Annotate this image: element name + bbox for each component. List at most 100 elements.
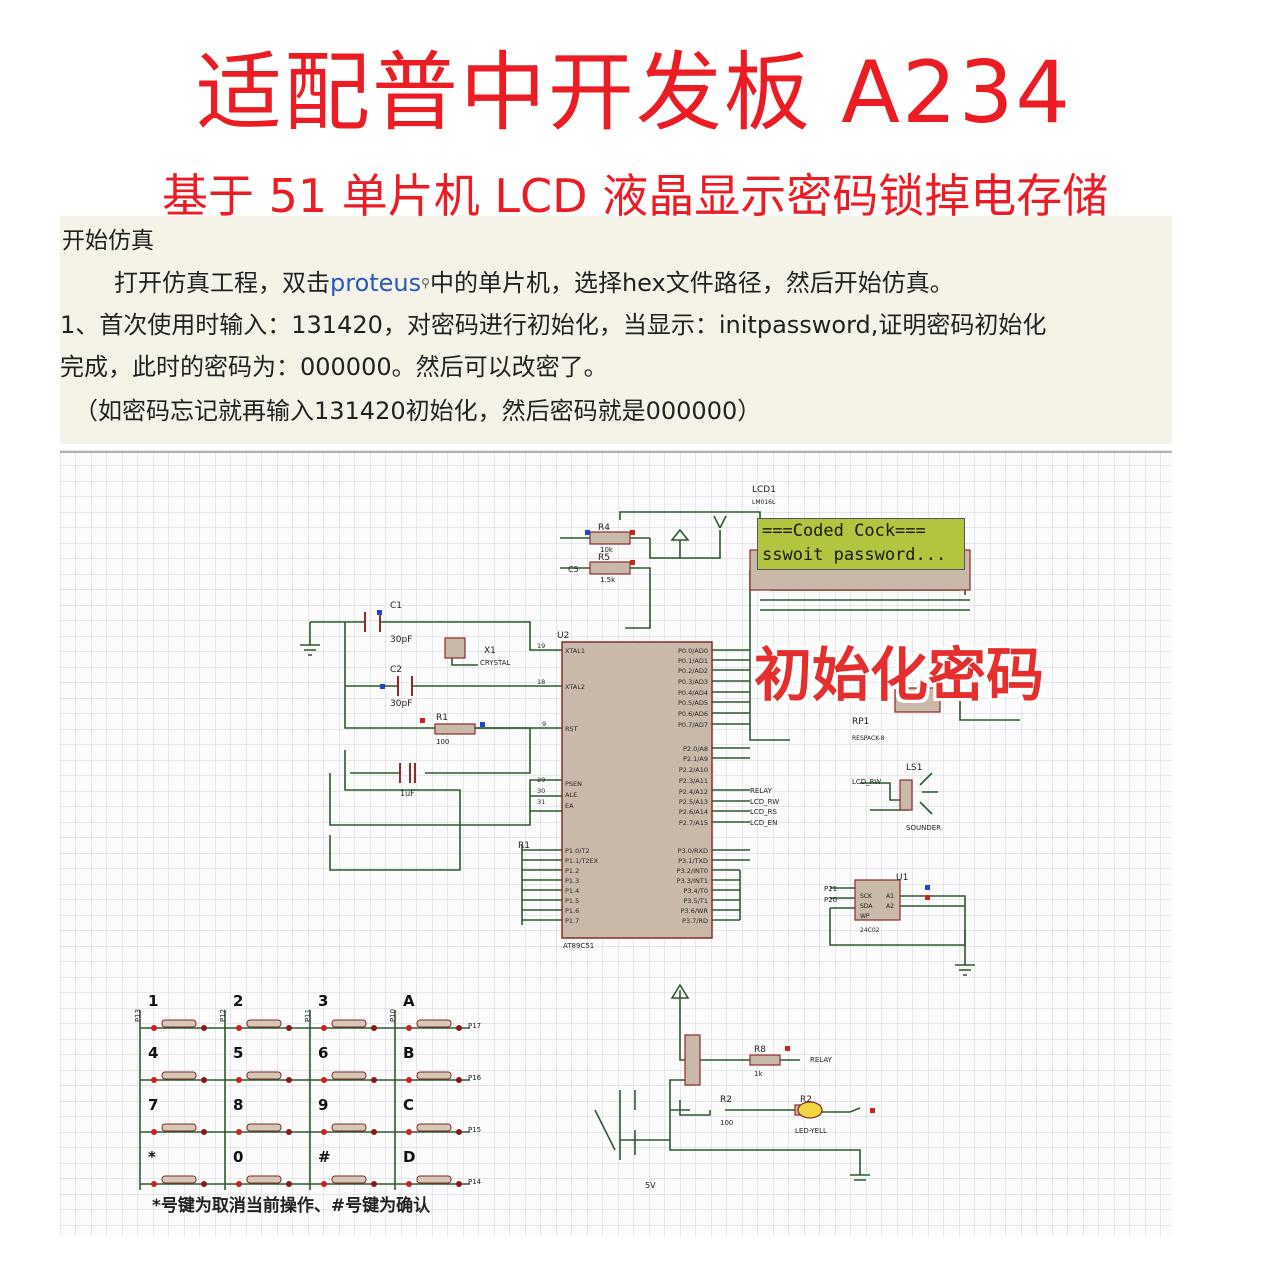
- led-value: LED-YELL: [795, 1127, 827, 1135]
- keypad-key-7[interactable]: 7: [148, 1096, 207, 1135]
- pin-p33: P3.3/INT1: [677, 877, 708, 885]
- supply-5v-label: 5V: [645, 1181, 656, 1190]
- keypad-pin-dot: [151, 1077, 157, 1083]
- keypad-pin-dot: [406, 1077, 412, 1083]
- keypad-key-label: #: [318, 1148, 331, 1166]
- keypad-pin-dot: [456, 1129, 462, 1135]
- pin-p04: P0.4/AD4: [678, 689, 708, 697]
- keypad-row-label: P16: [468, 1074, 482, 1082]
- pin-p10: P1.0/T2: [565, 847, 590, 855]
- keypad-key-2[interactable]: 2: [233, 992, 292, 1031]
- pin-xtal1: XTAL1: [565, 647, 585, 655]
- pin-p13: P1.3: [565, 877, 579, 885]
- keypad-key-D[interactable]: D: [403, 1148, 462, 1187]
- pin-ale: ALE: [565, 791, 577, 799]
- c2-plates: [397, 676, 413, 696]
- keypad-switch-body: [246, 1071, 282, 1080]
- keypad-key-3[interactable]: 3: [318, 992, 377, 1031]
- c1-value: 30pF: [390, 635, 412, 645]
- keypad-key-A[interactable]: A: [403, 992, 462, 1031]
- keypad-key-#[interactable]: #: [318, 1148, 377, 1187]
- keypad-key-6[interactable]: 6: [318, 1044, 377, 1083]
- pin-num-18: 18: [537, 678, 545, 686]
- r2-label: R2: [720, 1095, 732, 1105]
- keypad-key-1[interactable]: 1: [148, 992, 207, 1031]
- pin-p20: P2.0/A8: [683, 745, 708, 753]
- r2-value: 100: [720, 1119, 733, 1127]
- keypad-pin-dot: [321, 1077, 327, 1083]
- ls1-value: SOUNDER: [906, 824, 941, 832]
- keypad-key-label: 7: [148, 1096, 158, 1114]
- init-password-overlay: 初始化密码: [754, 641, 1045, 709]
- mcu-ref: U2: [557, 631, 569, 641]
- keypad-key-label: 4: [148, 1044, 158, 1062]
- keypad-pin-dot: [456, 1077, 462, 1083]
- r2-led-label: R2: [800, 1095, 812, 1105]
- keypad-switch-body: [331, 1175, 367, 1184]
- keypad-key-5[interactable]: 5: [233, 1044, 292, 1083]
- r1-label: R1: [436, 713, 448, 723]
- pin-p24: P2.4/A12: [679, 788, 708, 796]
- keypad-col-label: P12: [219, 1009, 227, 1022]
- keypad-switch-body: [246, 1019, 282, 1028]
- keypad-key-0[interactable]: 0: [233, 1148, 292, 1187]
- keypad-row-label: P14: [468, 1178, 482, 1186]
- pin-p02: P0.2/AD2: [678, 667, 708, 675]
- keypad-switch-body: [246, 1175, 282, 1184]
- pin-p27: P2.7/A15: [679, 819, 708, 827]
- page-subtitle: 基于 51 单片机 LCD 液晶显示密码锁掉电存储: [162, 169, 1109, 223]
- pin-p34: P3.4/T0: [683, 887, 708, 895]
- lcd-rw-net: LCD_RW: [750, 798, 779, 806]
- keypad-switch-body: [416, 1019, 452, 1028]
- keypad-pin-dot: [151, 1129, 157, 1135]
- keypad-switch-body: [161, 1123, 197, 1132]
- keypad-pin-dot: [236, 1181, 242, 1187]
- keypad-pin-dot: [201, 1181, 207, 1187]
- keypad-switch-body: [331, 1019, 367, 1028]
- notes-line-3: 完成，此时的密码为：000000。然后可以改密了。: [60, 353, 608, 381]
- keypad-key-8[interactable]: 8: [233, 1096, 292, 1135]
- keypad-switch-body: [161, 1071, 197, 1080]
- keypad-key-9[interactable]: 9: [318, 1096, 377, 1135]
- keypad-key-4[interactable]: 4: [148, 1044, 207, 1083]
- keypad-switch-body: [416, 1175, 452, 1184]
- keypad-pin-dot: [371, 1025, 377, 1031]
- keypad-key-label: B: [403, 1044, 414, 1062]
- r8-body: [749, 1054, 781, 1066]
- notes-line-1-pre: 打开仿真工程，双击: [114, 269, 330, 297]
- keypad-key-label: 1: [148, 992, 158, 1010]
- keypad-key-label: *: [148, 1148, 156, 1166]
- pin-p23: P2.3/A11: [679, 777, 708, 785]
- u1-label: U1: [896, 873, 908, 883]
- c2-label: C2: [390, 665, 402, 675]
- pin-num-9: 9: [542, 720, 546, 728]
- pin-xtal2: XTAL2: [565, 683, 585, 691]
- pin-psen: PSEN: [565, 780, 582, 788]
- r1-body: [434, 723, 476, 735]
- rp1-label: RP1: [852, 717, 869, 727]
- lcd-en-net: LCD_EN: [750, 819, 777, 827]
- relay-transistor: [684, 1034, 701, 1086]
- pin-p06: P0.6/AD6: [678, 710, 708, 718]
- simulation-notes-panel: 开始仿真 打开仿真工程，双击proteus⚲中的单片机，选择hex文件路径，然后…: [60, 216, 1172, 444]
- u1-pin-a1: A1: [886, 893, 894, 900]
- keypad-pin-dot: [201, 1129, 207, 1135]
- proteus-link[interactable]: proteus: [330, 269, 422, 297]
- rp1-value: RESPACK-8: [852, 735, 885, 742]
- mcu-body: [561, 641, 713, 939]
- pin-p26: P2.6/A14: [679, 808, 708, 816]
- keypad-switch-body: [161, 1175, 197, 1184]
- keypad-key-B[interactable]: B: [403, 1044, 462, 1083]
- sounder-net-label: LCD_RW: [852, 778, 881, 786]
- keypad-pin-dot: [321, 1181, 327, 1187]
- search-icon: ⚲: [421, 276, 430, 290]
- pin-ea: EA: [565, 802, 574, 810]
- pin-p35: P3.5/T1: [683, 897, 708, 905]
- crystal-body: [444, 637, 466, 659]
- keypad-key-*[interactable]: *: [148, 1148, 207, 1187]
- keypad-col-label: P13: [134, 1009, 142, 1022]
- keypad-pin-dot: [406, 1129, 412, 1135]
- keypad-key-C[interactable]: C: [403, 1096, 462, 1135]
- pin-p21: P2.1/A9: [683, 755, 708, 763]
